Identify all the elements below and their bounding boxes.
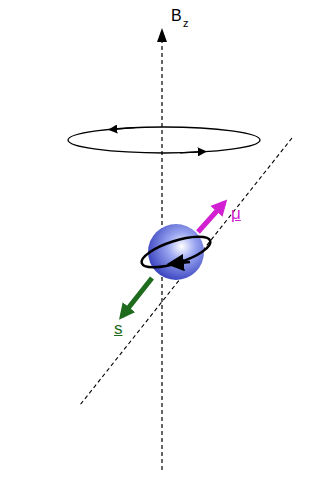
field-subscript: z [183, 18, 189, 29]
spinning-particle [148, 224, 204, 280]
moment-label: μ [231, 205, 241, 222]
axis-arrowhead [157, 28, 167, 42]
spin-axis [80, 138, 292, 405]
field-label: B [171, 8, 182, 24]
spin-vector [122, 278, 152, 316]
rotation-ring [138, 230, 213, 273]
precession-orbit [68, 127, 260, 153]
orbit-arrow [180, 152, 205, 153]
rotation-arrow [170, 262, 190, 264]
magnetic-moment-vector [198, 203, 224, 232]
spin-label: s [114, 320, 123, 337]
orbit-arrow [110, 128, 135, 130]
